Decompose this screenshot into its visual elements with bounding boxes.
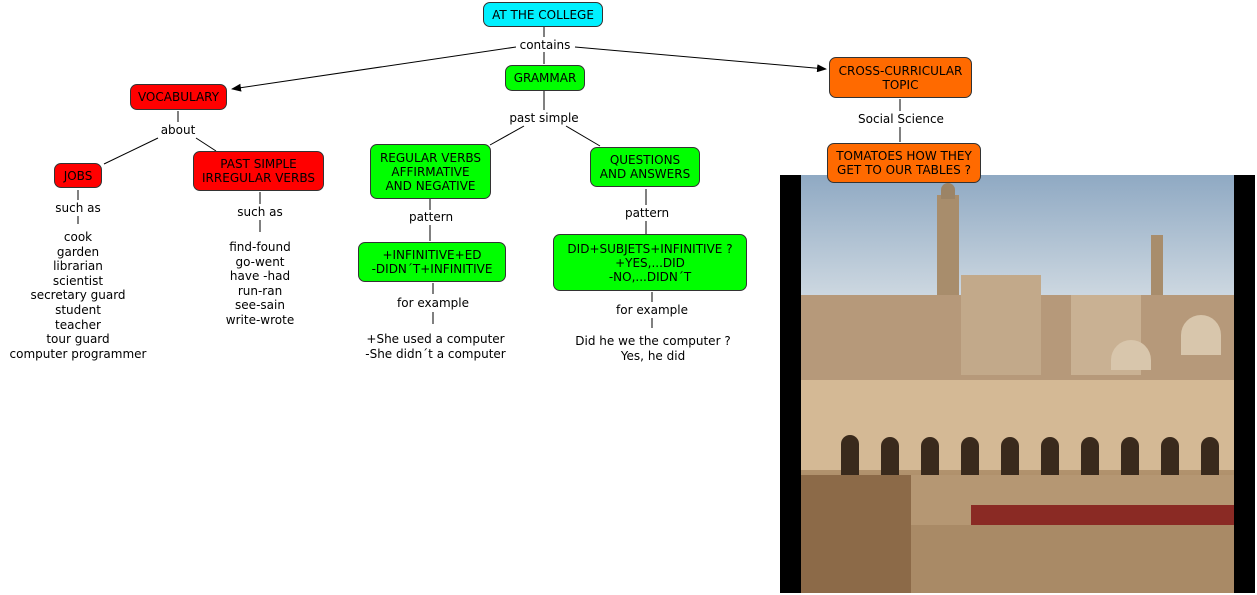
root-node[interactable]: AT THE COLLEGE (483, 2, 603, 27)
vocabulary-node[interactable]: VOCABULARY (130, 84, 227, 110)
list-item: garden (56, 244, 100, 259)
link-social-science: Social Science (856, 112, 946, 126)
list-item: student (55, 302, 101, 317)
list-item: find-found (229, 240, 291, 254)
jobs-node[interactable]: JOBS (54, 163, 102, 188)
link-about: about (157, 123, 199, 137)
link-pattern-left: pattern (404, 210, 458, 224)
questions-node[interactable]: QUESTIONS AND ANSWERS (590, 147, 700, 187)
mosque-photo (780, 175, 1255, 593)
regular-verbs-node[interactable]: REGULAR VERBS AFFIRMATIVE AND NEGATIVE (370, 144, 491, 199)
verbs-list: find-found go-went have -had run-ran see… (210, 240, 310, 328)
list-item: cook (63, 230, 93, 244)
list-item: scientist (52, 273, 104, 288)
list-item: run-ran (237, 283, 283, 298)
link-past-simple: past simple (505, 111, 583, 125)
link-for-example-left: for example (393, 296, 473, 310)
tomatoes-node[interactable]: TOMATOES HOW THEY GET TO OUR TABLES ? (827, 143, 981, 183)
past-irregular-node[interactable]: PAST SIMPLE IRREGULAR VERBS (193, 151, 324, 191)
example-right: Did he we the computer ? Yes, he did (570, 334, 736, 363)
list-item: have -had (229, 269, 291, 284)
list-item: +She used a computer (366, 332, 505, 346)
list-item: go-went (235, 254, 285, 269)
list-item: tour guard (46, 332, 110, 347)
link-contains: contains (516, 38, 574, 52)
list-item: teacher (55, 317, 101, 332)
pattern-regular-node[interactable]: +INFINITIVE+ED -DIDN´T+INFINITIVE (358, 242, 506, 282)
link-such-as-jobs: such as (50, 201, 106, 215)
link-for-example-right: for example (612, 303, 692, 317)
link-pattern-right: pattern (620, 206, 674, 220)
list-item: librarian (53, 259, 103, 274)
list-item: write-wrote (225, 312, 295, 327)
example-left: +She used a computer -She didn´t a compu… (358, 332, 513, 361)
grammar-node[interactable]: GRAMMAR (505, 65, 585, 91)
list-item: see-sain (235, 298, 285, 313)
list-item: -She didn´t a computer (365, 346, 506, 361)
jobs-list: cook garden librarian scientist secretar… (2, 230, 154, 361)
list-item: secretary guard (30, 288, 126, 303)
list-item: computer programmer (9, 346, 147, 361)
list-item: Did he we the computer ? (575, 334, 731, 348)
list-item: Yes, he did (620, 348, 686, 363)
crosscurricular-node[interactable]: CROSS-CURRICULAR TOPIC (829, 57, 972, 98)
pattern-questions-node[interactable]: DID+SUBJETS+INFINITIVE ? +YES,...DID -NO… (553, 234, 747, 291)
link-such-as-verbs: such as (232, 205, 288, 219)
